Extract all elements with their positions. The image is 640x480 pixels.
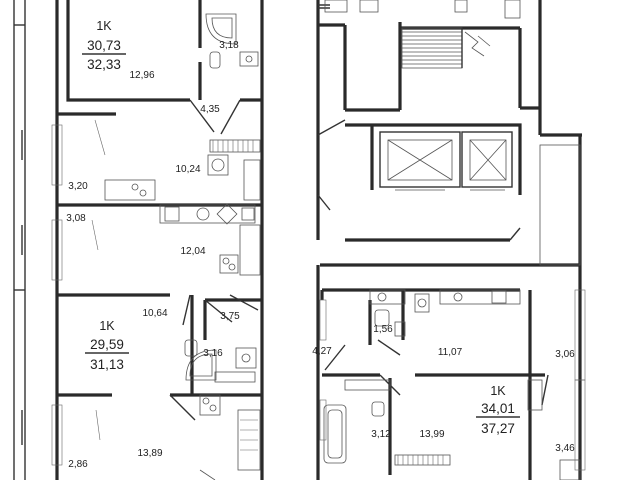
apartment-type: 1K [490, 384, 506, 398]
apartment-total-area: 37,27 [481, 421, 515, 436]
apartment-total-area: 32,33 [87, 57, 121, 72]
left-wing-walls [13, 0, 264, 480]
room-area: 13,89 [137, 448, 162, 459]
core-doors [317, 4, 581, 406]
room-area: 3,20 [68, 181, 88, 192]
apartment-living-area: 29,59 [90, 337, 124, 352]
room-area: 10,24 [175, 164, 200, 175]
left-wing-fixtures [104, 13, 261, 480]
room-area: 3,12 [371, 429, 391, 440]
room-area: 12,04 [180, 246, 205, 257]
room-area: 11,07 [438, 347, 463, 358]
apartment-label-3: 1K 34,01 37,27 [476, 384, 520, 436]
left-wing-windows [21, 119, 106, 466]
room-area: 10,64 [142, 308, 167, 319]
room-area: 3,18 [219, 40, 239, 51]
left-wing-doors [169, 99, 259, 421]
apartment-label-2: 1K 29,59 31,13 [85, 319, 129, 372]
elevator-shafts [379, 131, 513, 191]
room-area: 3,06 [555, 349, 575, 360]
room-area: 2,86 [68, 459, 88, 470]
room-area: 3,08 [66, 213, 86, 224]
room-area: 3,16 [203, 348, 223, 359]
room-area-labels: 3,18 12,96 4,35 10,24 3,20 3,08 12,04 10… [66, 40, 575, 470]
stairwell [401, 27, 491, 69]
apartment-label-1: 1K 30,73 32,33 [82, 19, 126, 72]
room-area: 4,27 [312, 346, 332, 357]
room-area: 1,56 [373, 324, 393, 335]
core-fixtures [319, 0, 586, 480]
apartment-type: 1K [96, 19, 112, 33]
core-walls [316, 0, 582, 480]
apartment-living-area: 34,01 [481, 401, 515, 416]
room-area: 13,99 [419, 429, 444, 440]
room-area: 4,35 [200, 104, 220, 115]
room-area: 3,75 [220, 311, 240, 322]
apartment-total-area: 31,13 [90, 357, 124, 372]
apartment-type: 1K [99, 319, 115, 333]
apartment-living-area: 30,73 [87, 38, 121, 53]
room-area: 3,46 [555, 443, 575, 454]
room-area: 12,96 [129, 70, 154, 81]
